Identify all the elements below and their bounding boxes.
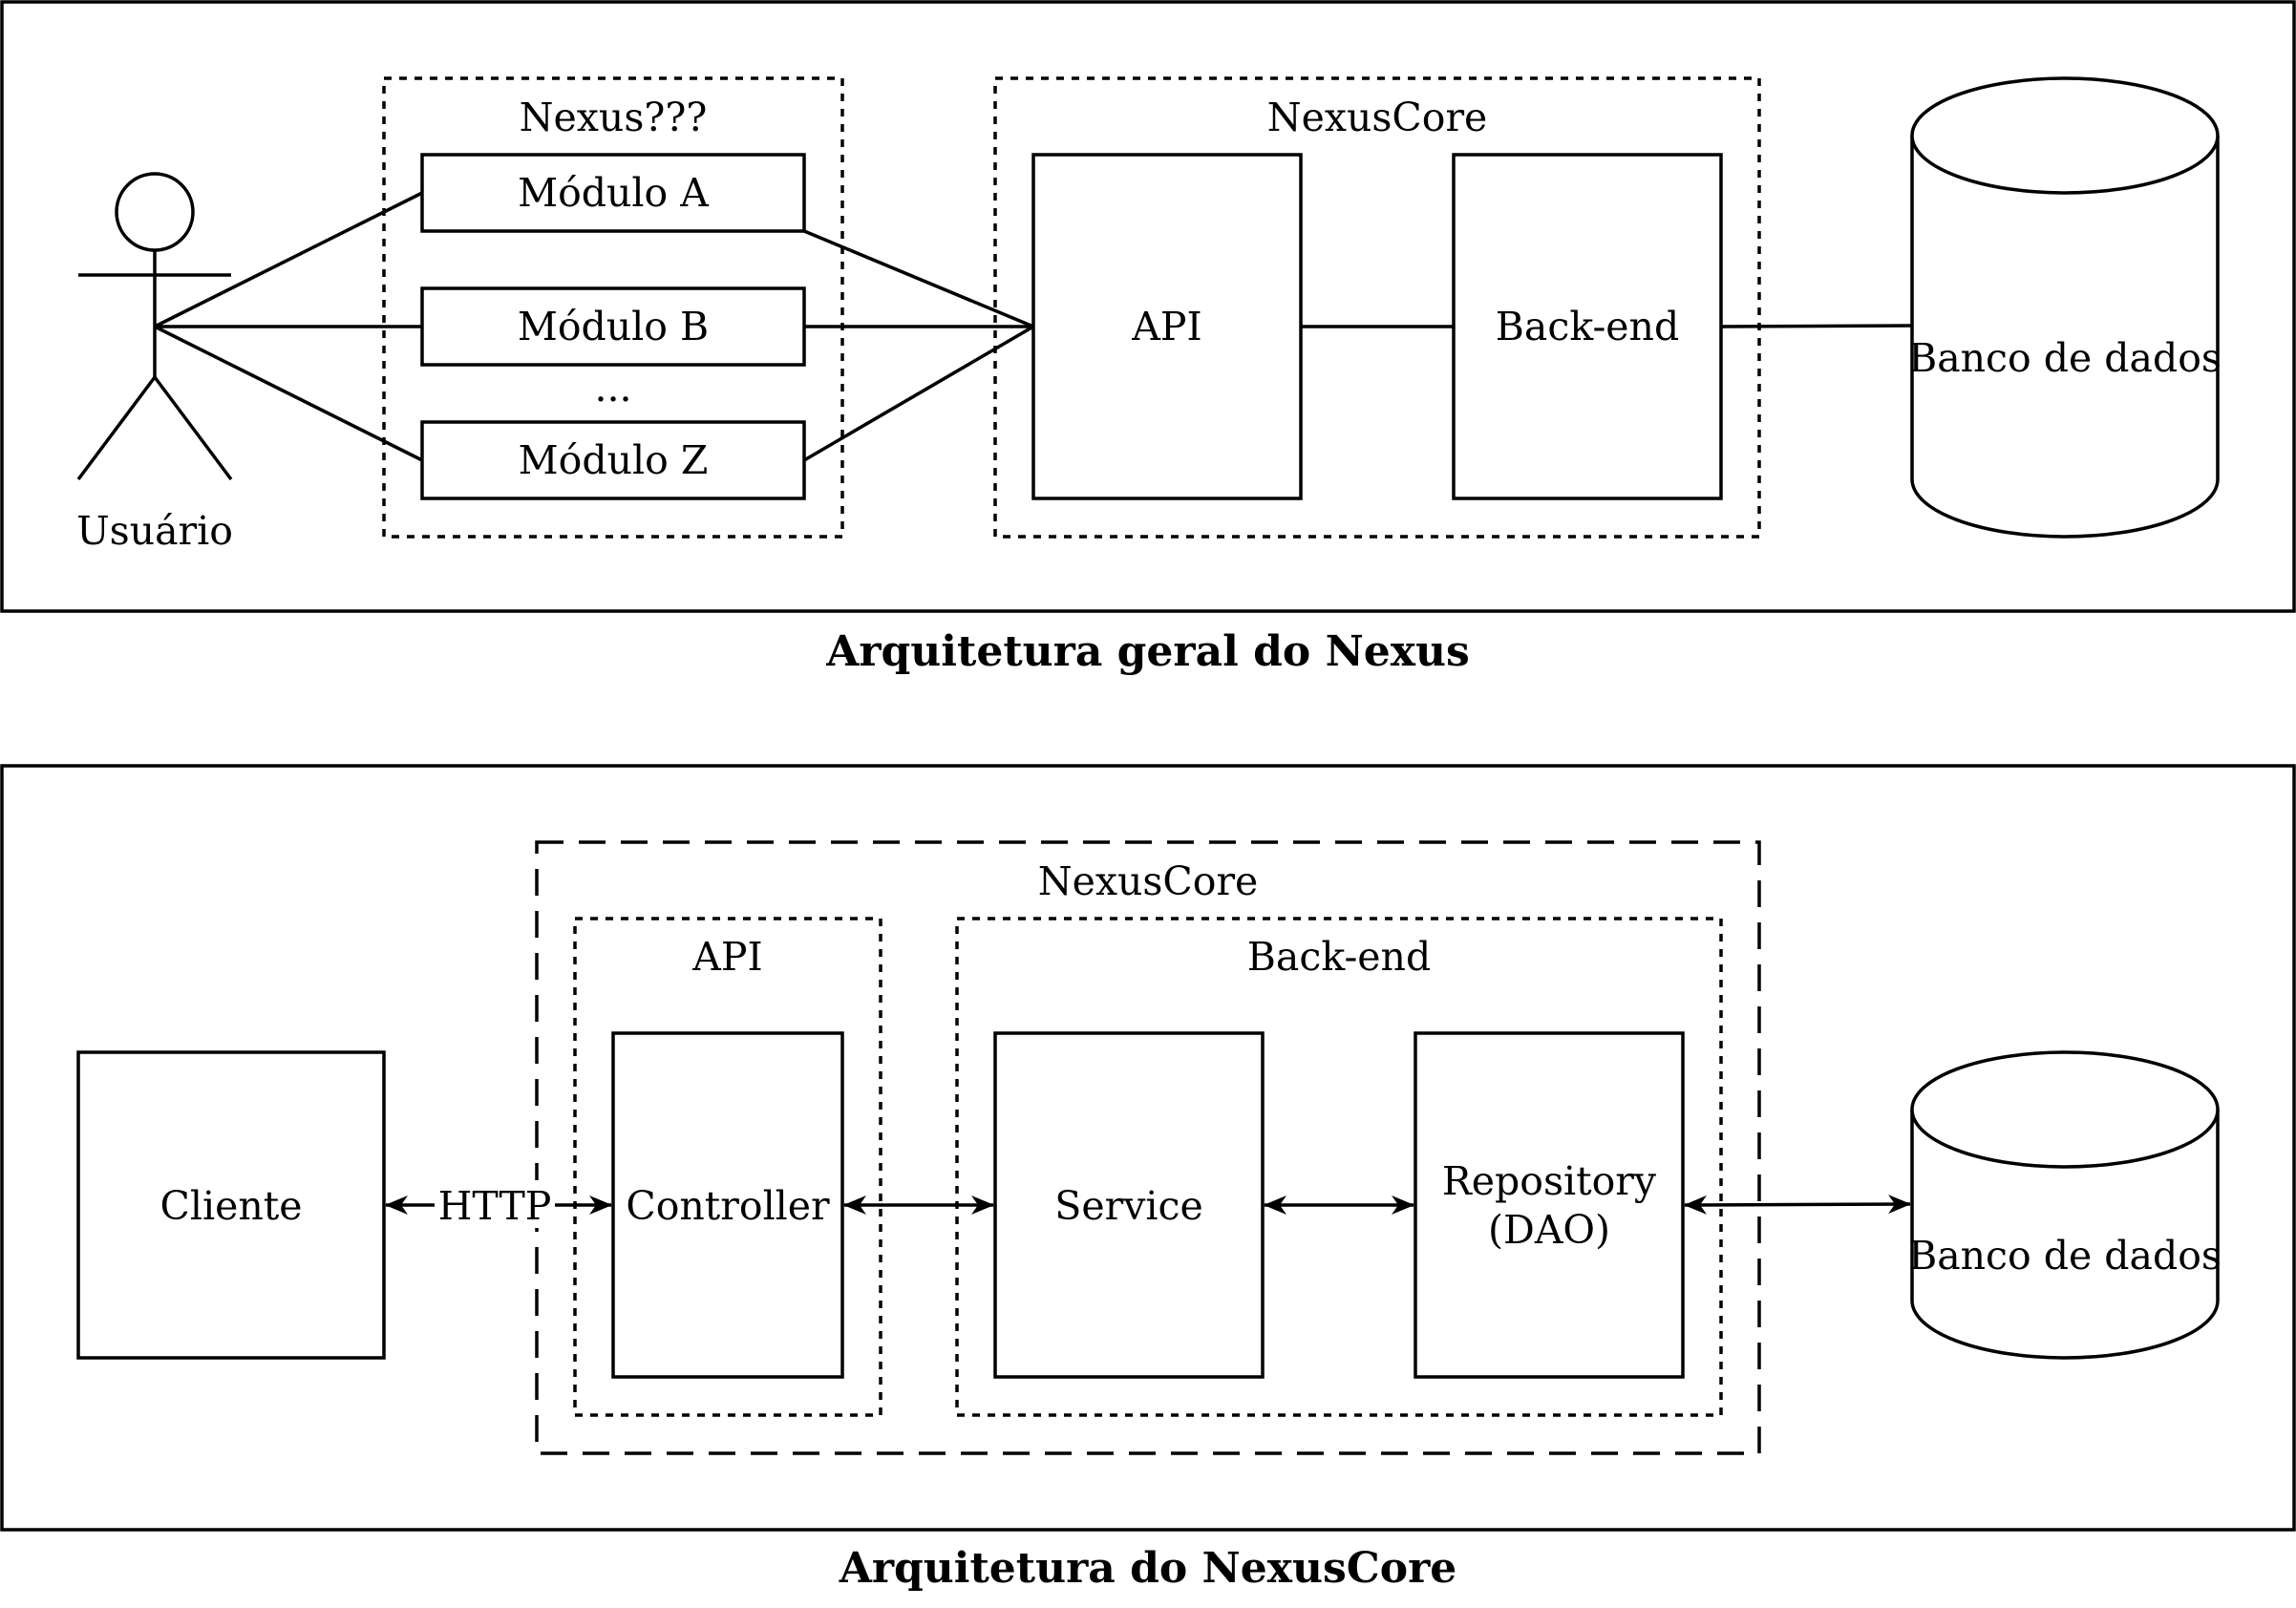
bottom-api-group-border xyxy=(573,917,882,1417)
bottom-database-lid xyxy=(1910,1050,2220,1169)
module-z-label: Módulo Z xyxy=(519,437,709,483)
repository-box xyxy=(1414,1031,1685,1379)
module-z-box xyxy=(420,420,806,500)
top-nexuscore-title: NexusCore xyxy=(1267,95,1488,140)
bottom-nexuscore-border xyxy=(535,840,1761,1455)
bottom-backend-group-title: Back-end xyxy=(1247,934,1431,980)
bottom-api-group-title: API xyxy=(691,934,762,980)
bottom-database: Banco de dados xyxy=(1908,1050,2222,1360)
module-b-label: Módulo B xyxy=(518,304,709,349)
top-database-lid xyxy=(1910,76,2220,195)
bottom-database-body xyxy=(1910,1110,2220,1360)
connector-module-z-api xyxy=(803,325,1034,462)
module-a-box xyxy=(420,153,806,233)
connector-user-module-z xyxy=(154,325,423,462)
bottom-caption: Arquitetura do NexusCore xyxy=(839,1544,1457,1593)
client-box xyxy=(76,1050,386,1360)
service-box xyxy=(993,1031,1265,1379)
repository-label-line2: (DAO) xyxy=(1488,1207,1610,1253)
bottom-frame xyxy=(0,764,2296,1532)
actor-left-leg xyxy=(76,375,157,481)
bottom-backend-group-border xyxy=(955,917,1723,1417)
connector-user-module-a xyxy=(154,191,423,328)
top-caption: Arquitetura geral do Nexus xyxy=(825,627,1470,676)
top-api-label: API xyxy=(1131,304,1201,349)
controller-label: Controller xyxy=(626,1183,830,1229)
modules-group-title: Nexus??? xyxy=(520,95,708,140)
top-database-body xyxy=(1910,136,2220,539)
controller-box xyxy=(611,1031,844,1379)
actor-label: Usuário xyxy=(76,508,233,554)
bottom-panel: Cliente NexusCore API Back-end Controlle… xyxy=(0,764,2296,1532)
connector-backend-database xyxy=(1720,324,1913,328)
top-database-label: Banco de dados xyxy=(1908,335,2222,381)
service-label: Service xyxy=(1054,1183,1202,1229)
modules-ellipsis: ... xyxy=(594,365,631,411)
user-actor: Usuário xyxy=(76,172,233,554)
top-api-box xyxy=(1031,153,1303,500)
client-label: Cliente xyxy=(159,1183,302,1229)
top-database: Banco de dados xyxy=(1908,76,2222,539)
bottom-database-label: Banco de dados xyxy=(1908,1233,2222,1279)
actor-head xyxy=(115,172,195,252)
top-backend-label: Back-end xyxy=(1496,304,1679,349)
top-nexuscore-border xyxy=(993,76,1761,539)
modules-group: Nexus??? Módulo A Módulo B ... Módulo Z xyxy=(382,76,844,539)
actor-right-leg xyxy=(153,375,233,481)
module-a-label: Módulo A xyxy=(518,170,710,216)
bottom-nexuscore-title: NexusCore xyxy=(1038,858,1259,904)
http-label: HTTP xyxy=(438,1183,552,1229)
modules-group-border xyxy=(382,76,844,539)
repository-label-line1: Repository xyxy=(1442,1158,1657,1204)
top-nexuscore-group: NexusCore API Back-end xyxy=(993,76,1761,539)
top-backend-box xyxy=(1452,153,1723,500)
module-b-box xyxy=(420,286,806,367)
http-label-bg xyxy=(435,1180,555,1228)
top-panel: Usuário Nexus??? Módulo A Módulo B ... M… xyxy=(0,0,2296,613)
arrow-repository-database xyxy=(1684,1195,1911,1215)
connector-module-a-api xyxy=(803,229,1034,328)
top-frame xyxy=(0,0,2296,613)
